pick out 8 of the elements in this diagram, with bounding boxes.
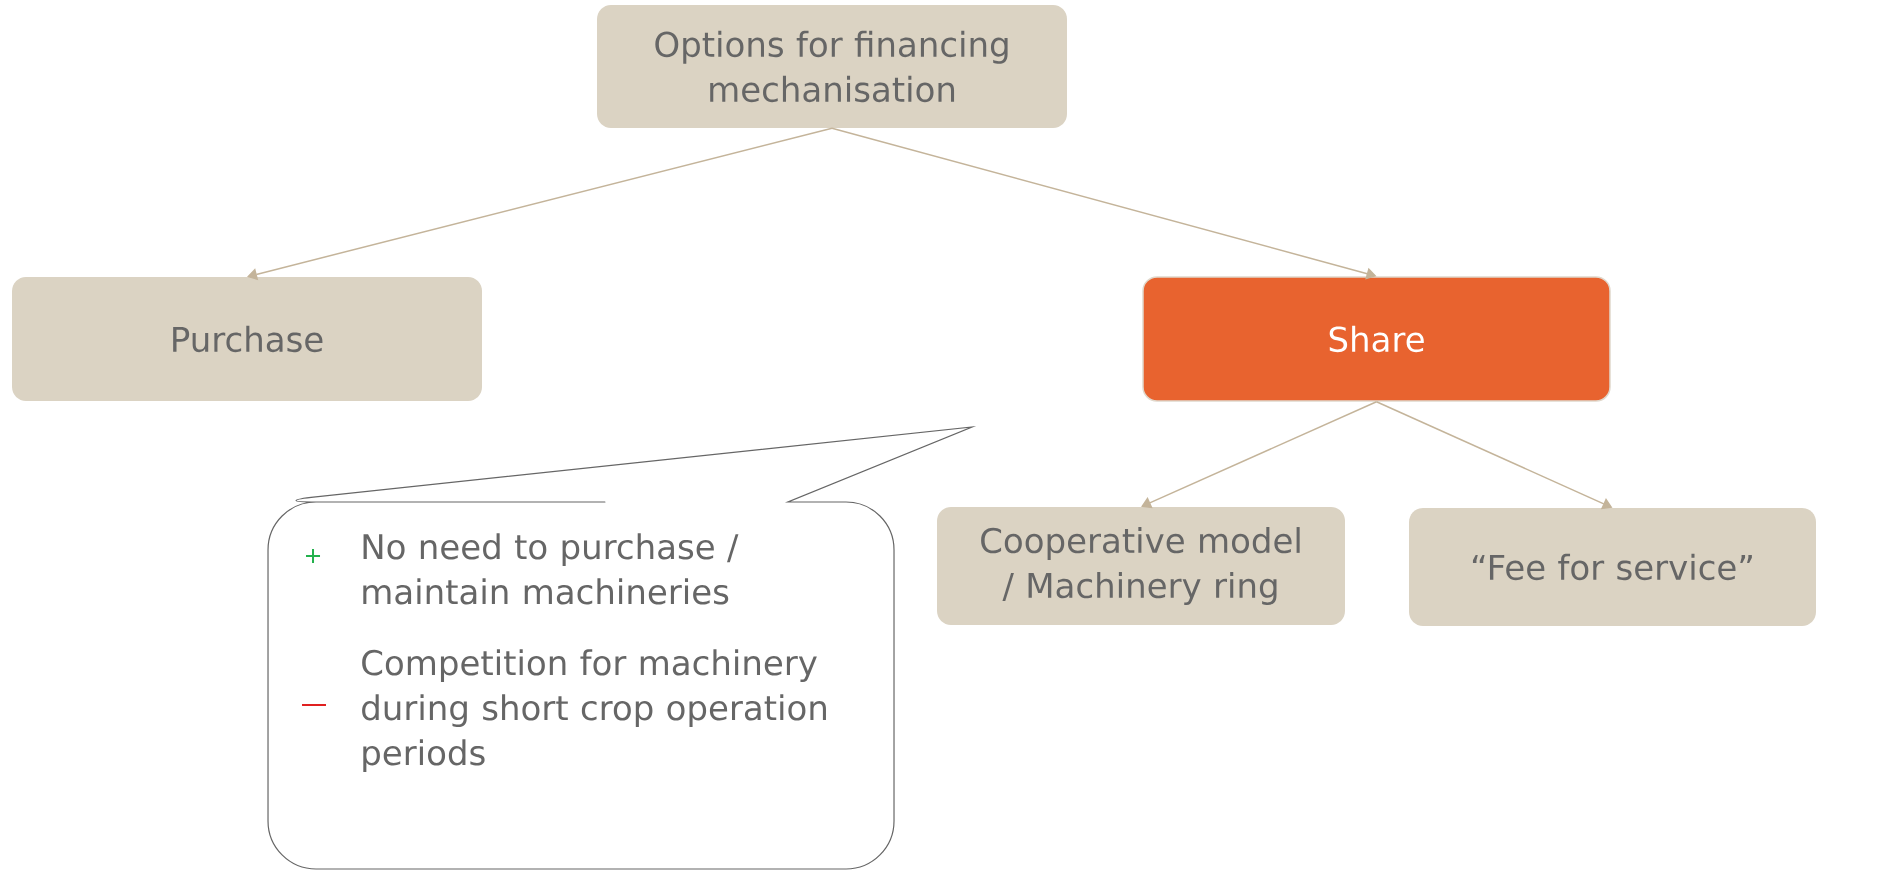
option-box: Purchase xyxy=(12,277,482,401)
option-box: “Fee for service” xyxy=(1409,508,1816,626)
arrow xyxy=(247,127,833,281)
callout-bubble: No need to purchase / maintain machineries Competition for machinery during short crop operation periods xyxy=(267,426,973,870)
option-box: Cooperative model / Machinery ring xyxy=(937,507,1345,625)
root-box: Options for financing mechanisation xyxy=(597,5,1067,128)
arrow xyxy=(1141,401,1378,509)
highlighted-option-box: Share xyxy=(1142,276,1611,402)
